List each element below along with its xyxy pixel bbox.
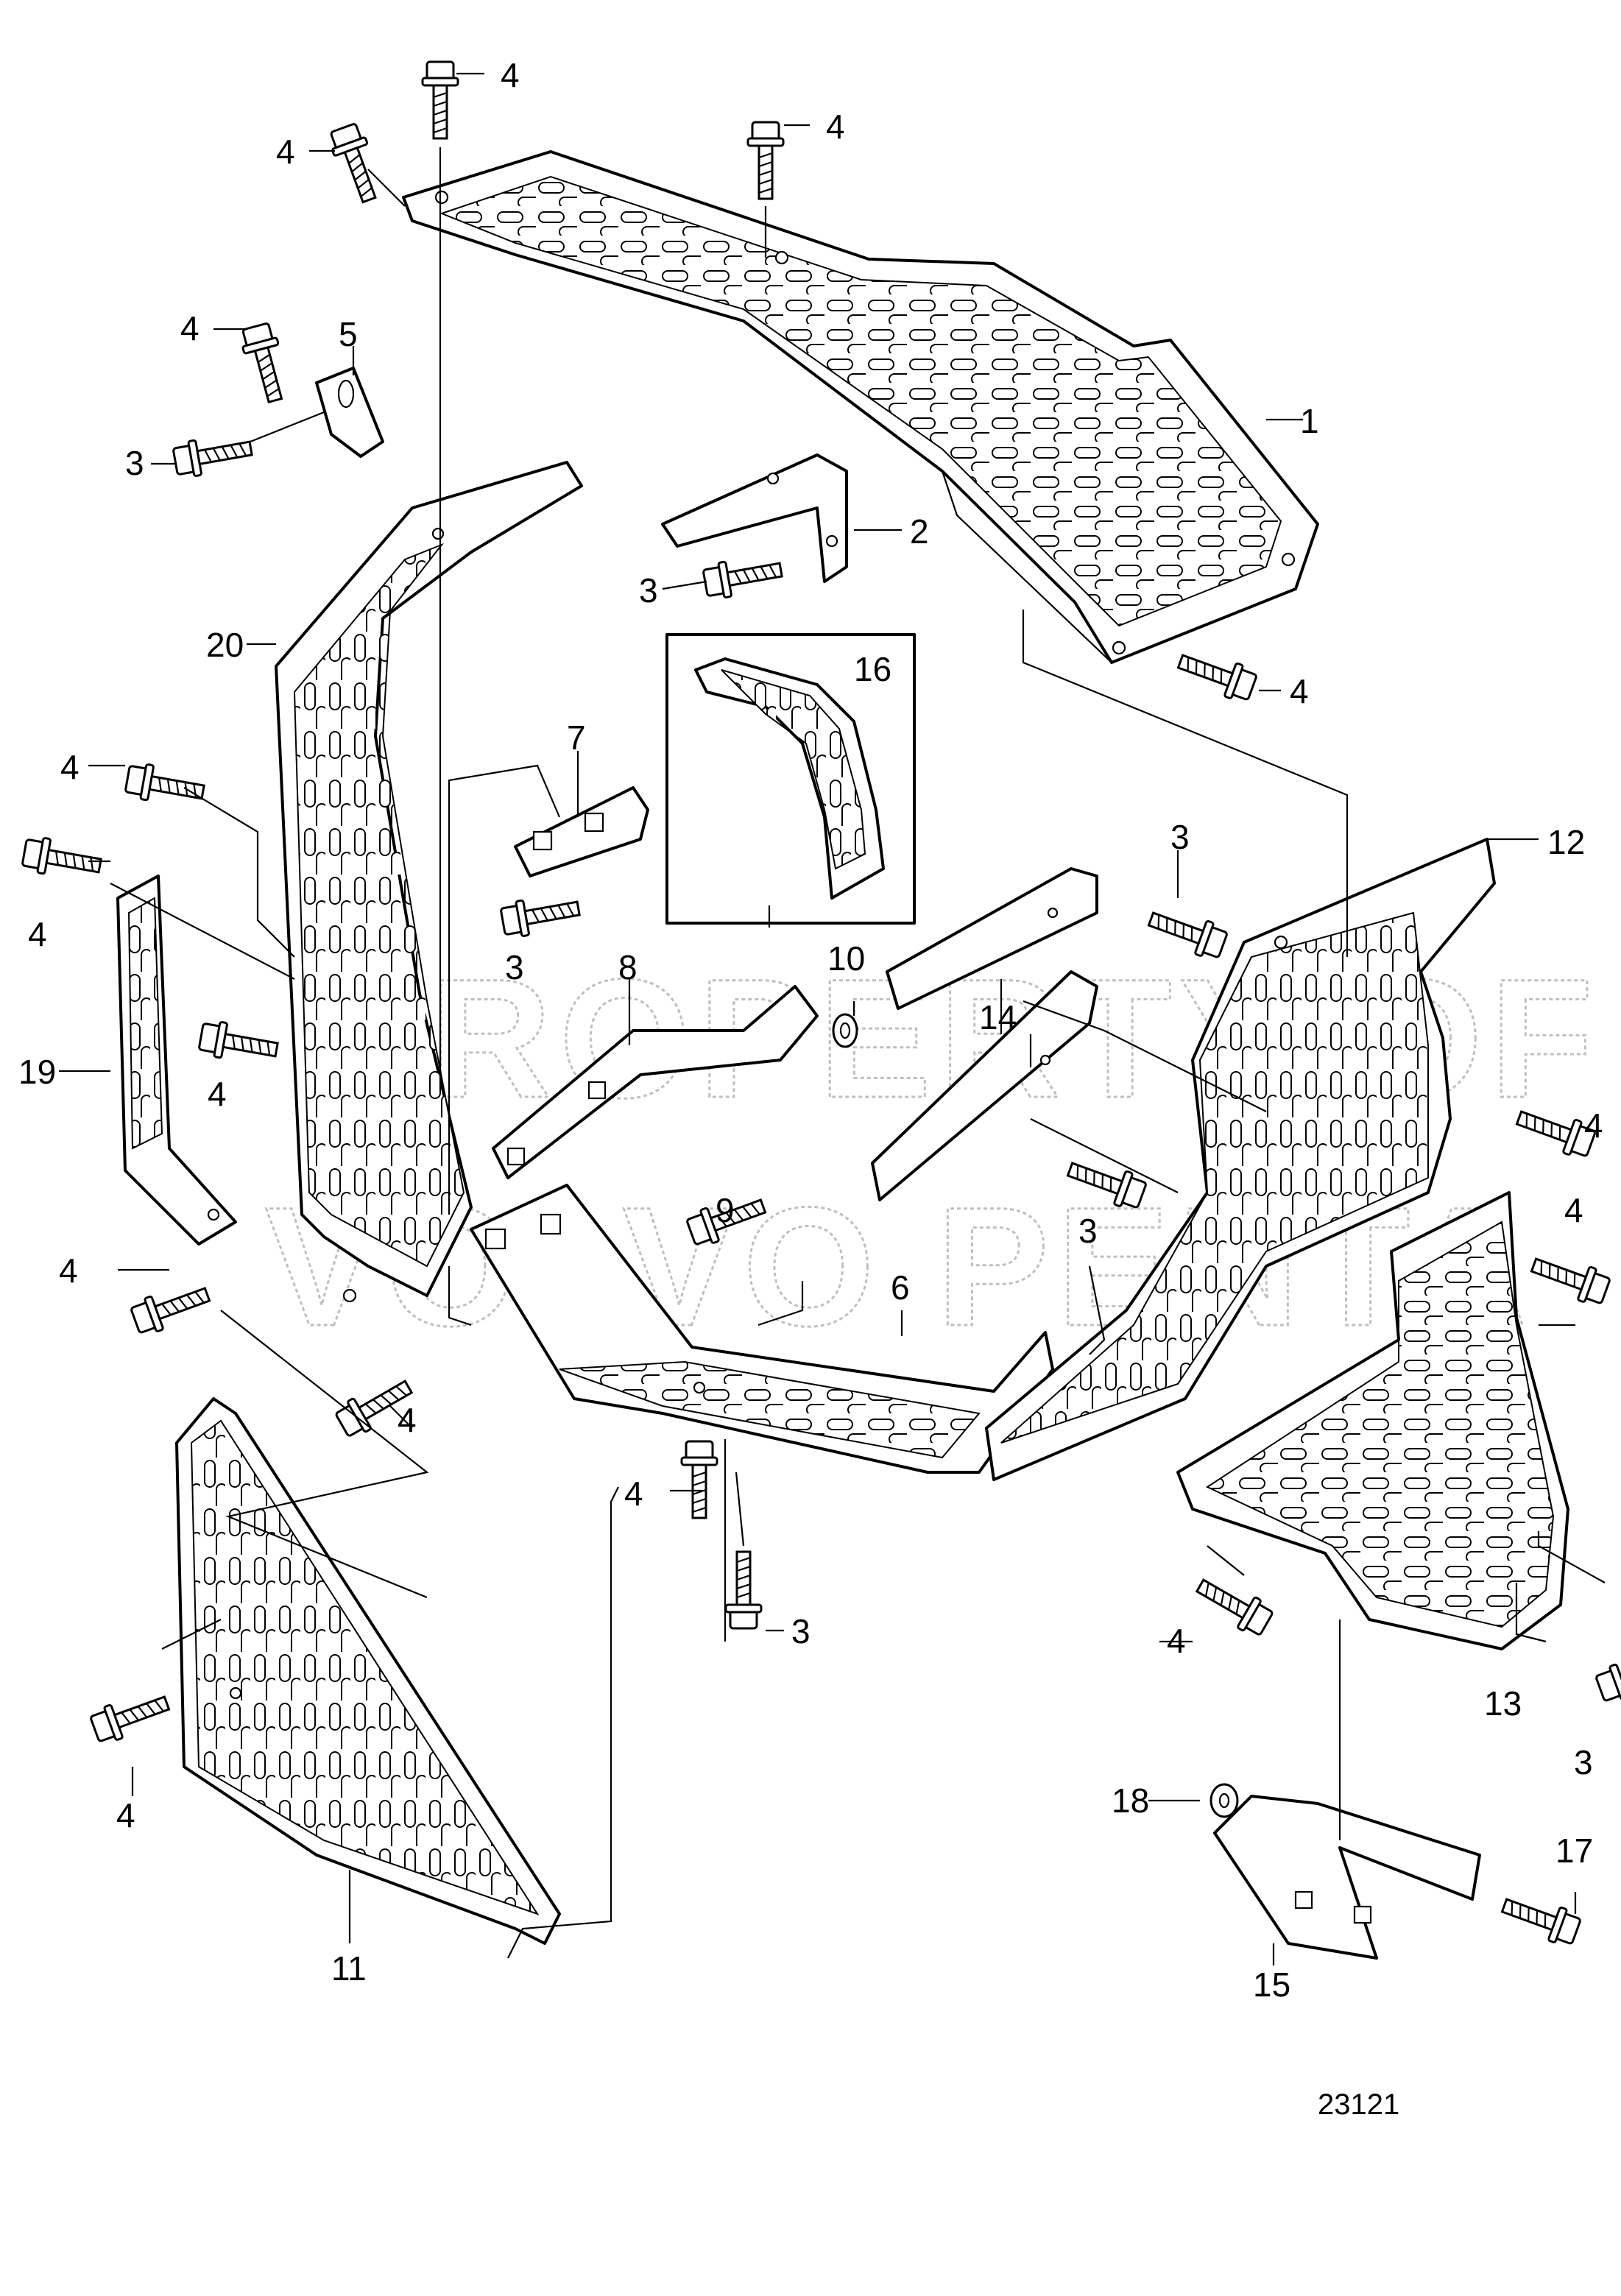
part-15-bracket: [1213, 1795, 1481, 1960]
part-8-bracket: [492, 985, 819, 1179]
bolt-17: [1497, 1887, 1583, 1950]
callout-2: 2: [910, 512, 929, 551]
part-14-brackets: [871, 867, 1098, 1201]
callout-20: 20: [206, 626, 244, 664]
callout-1: 1: [1300, 402, 1319, 440]
bolt-3-left-top: [171, 429, 255, 481]
bolt-3-right-13: [1593, 1645, 1621, 1707]
callout-5: 5: [339, 315, 358, 353]
callout-4-right-cover: 4: [1290, 672, 1309, 710]
callout-4-corner-13: 4: [1167, 1622, 1186, 1660]
bolt-4-mid-left: [197, 1017, 281, 1069]
part-18-nut: [1209, 1783, 1239, 1818]
callout-18: 18: [1112, 1781, 1149, 1820]
bolt-4-tray: [680, 1440, 718, 1519]
bolt-4-corner-13: [1190, 1569, 1276, 1641]
bolt-3-bracket-2: [701, 551, 785, 602]
callout-8: 8: [618, 948, 638, 986]
bolt-4-left-19: [20, 833, 105, 885]
callout-4-bottom-left: 4: [59, 1251, 78, 1290]
part-12-right-panel: [985, 838, 1496, 1481]
callout-3-lower-14: 3: [1078, 1212, 1098, 1250]
callout-4-panel-20: 4: [398, 1401, 417, 1439]
callout-4-top-left: 4: [501, 56, 520, 94]
part-10-nut: [832, 1013, 858, 1048]
bolt-top-left: [421, 60, 459, 140]
part-2-bracket: [661, 453, 848, 583]
callout-12: 12: [1547, 823, 1585, 861]
callout-3-right-14: 3: [1170, 818, 1190, 856]
part-11-triangular-guard: [175, 1397, 561, 1945]
callout-3-bracket-2: 3: [639, 571, 658, 610]
callout-4-guard-11: 4: [116, 1796, 135, 1834]
callout-4-clip: 4: [180, 309, 199, 347]
callout-4-mid-left: 4: [208, 1075, 227, 1113]
part-6-bottom-tray: [470, 1184, 1054, 1474]
callout-9: 9: [716, 1191, 735, 1229]
callout-4-left-20: 4: [60, 748, 80, 786]
callout-3-clip: 3: [125, 444, 144, 482]
bolt-4-left-20: [123, 760, 208, 811]
callout-11: 11: [331, 1949, 367, 1988]
callout-16: 16: [854, 650, 891, 688]
part-13-corner-guard: [1176, 1191, 1569, 1650]
callout-4-left-19: 4: [28, 915, 47, 953]
callout-3-tray: 3: [791, 1612, 810, 1650]
callout-7: 7: [567, 718, 586, 757]
callout-15: 15: [1253, 1965, 1290, 2004]
part-19-side-bracket: [116, 875, 237, 1246]
bolt-4-right-13: [1526, 1247, 1613, 1310]
bolt-4-guard-11: [88, 1685, 174, 1748]
callout-3-right-13: 3: [1574, 1743, 1593, 1781]
leader-lines: [59, 72, 1606, 1965]
callout-6: 6: [891, 1268, 910, 1307]
callout-4-upper-left: 4: [276, 133, 295, 171]
figure-number: 23121: [1318, 2088, 1399, 2121]
bolt-clip-top: [237, 320, 294, 406]
callout-19: 19: [18, 1053, 56, 1091]
bolt-3-bracket-7: [498, 889, 583, 941]
callout-4-right-12: 4: [1584, 1106, 1603, 1145]
callout-14: 14: [979, 998, 1017, 1036]
bolt-3-tray: [724, 1550, 763, 1630]
bolt-upper-left: [325, 121, 387, 208]
part-5-clip: [315, 367, 384, 458]
callout-4-top-center: 4: [826, 107, 845, 146]
callout-17: 17: [1555, 1831, 1593, 1870]
part-1-top-cover: [402, 150, 1319, 664]
callout-3-bracket-7: 3: [505, 948, 524, 986]
bolt-4-bottom-left: [128, 1276, 215, 1339]
callout-13: 13: [1484, 1684, 1522, 1723]
part-16-inset: [665, 633, 916, 925]
bolt-4-right-cover: [1173, 643, 1260, 706]
bolt-top-center: [746, 121, 785, 200]
callout-10: 10: [827, 939, 865, 978]
callouts: 1 2 3 3 3 3 3 3 3 4 4 4 4 4 4 4 4 4 4 4 …: [18, 56, 1603, 2004]
part-7-bracket: [514, 786, 649, 877]
part-20-side-panel: [275, 461, 583, 1303]
callout-4-tray: 4: [624, 1474, 643, 1513]
callout-4-right-13: 4: [1564, 1191, 1583, 1229]
